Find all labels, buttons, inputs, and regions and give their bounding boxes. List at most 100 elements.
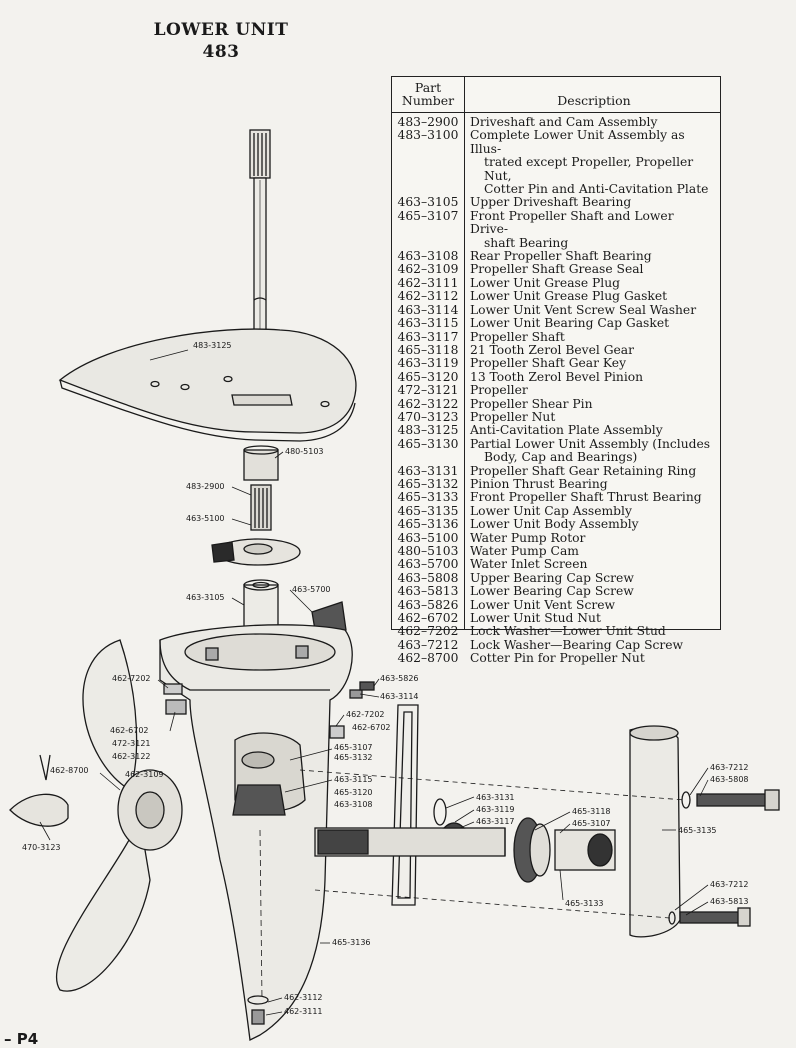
part-number: 470–3123 [397, 409, 459, 424]
part-description: 13 Tooth Zerol Bevel Pinion [464, 369, 714, 384]
part-number: 465–3136 [397, 517, 459, 532]
propeller-nut [9, 793, 69, 827]
callout-463-7212-bottom: 463-7212 [710, 880, 749, 889]
part-description: 21 Tooth Zerol Bevel Gear [464, 343, 714, 357]
description-line: Lower Unit Bearing Cap Gasket [470, 316, 670, 331]
table-row: 463–3105 Upper Driveshaft Bearing [392, 195, 722, 210]
table-row: 463–5808 Upper Bearing Cap Screw [392, 570, 722, 585]
table-row: 465–3132 Pinion Thrust Bearing [392, 476, 722, 491]
part-number: 463–5826 [397, 597, 459, 612]
description-line: Water Pump Cam [470, 544, 579, 558]
part-description: Propeller Shear Pin [464, 397, 714, 411]
part-description: Lower Unit Cap Assembly [464, 503, 714, 518]
part-number: 465–3132 [397, 476, 459, 491]
part-description: Anti-Cavitation Plate Assembly [464, 423, 714, 437]
lower-bearing-cap-screw [668, 907, 751, 927]
description-line: Front Propeller Shaft and Lower Drive- [470, 208, 674, 237]
header-part-number-text: Part Number [401, 80, 455, 108]
callout-462-3109: 462-3109 [125, 770, 164, 779]
bearing-cap-gasket [391, 704, 419, 906]
description-line: Lower Unit Vent Screw Seal Washer [470, 302, 697, 317]
callout-463-3119: 463-3119 [476, 805, 515, 814]
part-description: Complete Lower Unit Assembly as Illus-tr… [464, 129, 714, 196]
upper-bearing-cap-screw [681, 789, 780, 811]
part-number: 462–3111 [397, 275, 459, 290]
description-line: Cotter Pin for Propeller Nut [470, 651, 645, 666]
part-number: 462–6702 [397, 611, 459, 626]
description-line: Upper Driveshaft Bearing [470, 195, 632, 210]
part-number: 463–3105 [397, 195, 459, 210]
callout-463-5808: 463-5808 [710, 775, 749, 784]
anti-cavitation-plate [58, 328, 357, 442]
part-description: Propeller [464, 383, 714, 398]
part-description: Propeller Shaft Gear Retaining Ring [464, 463, 714, 478]
description-line: Lower Unit Grease Plug [470, 275, 621, 290]
description-continuation: Cotter Pin and Anti-Cavitation Plate [484, 182, 709, 197]
part-description: Water Inlet Screen [464, 557, 714, 571]
part-description: Propeller Shaft Grease Seal [464, 263, 714, 277]
lower-unit-body [159, 624, 353, 1041]
part-number: 472–3121 [397, 383, 459, 398]
bevel-gear-21 [513, 817, 551, 883]
callout-463-7212-top: 463-7212 [710, 763, 749, 772]
part-number: 462–3122 [397, 396, 459, 411]
part-description: Propeller Nut [464, 410, 714, 424]
part-description: Lower Unit Body Assembly [464, 517, 714, 532]
table-row: 483–3125 Anti-Cavitation Plate Assembly [392, 423, 722, 438]
header-part-number: Part Number [392, 81, 464, 107]
part-number: 463–5100 [397, 530, 459, 545]
description-line: Lower Unit Cap Assembly [470, 503, 632, 518]
description-line: Lower Unit Vent Screw [470, 597, 616, 612]
table-row: 472–3121 Propeller [392, 383, 722, 398]
description-line: Lower Unit Body Assembly [470, 517, 639, 532]
description-line: Propeller Shaft [470, 329, 565, 344]
description-line: 13 Tooth Zerol Bevel Pinion [470, 369, 644, 384]
description-line: Propeller Shaft Gear Retaining Ring [470, 463, 697, 478]
part-description: Upper Bearing Cap Screw [464, 571, 714, 585]
gear-key [442, 822, 466, 829]
callout-462-7202-right: 462-7202 [346, 710, 385, 719]
part-description: Front Propeller Shaft Thrust Bearing [464, 490, 714, 504]
stud-nuts [163, 681, 375, 739]
callout-462-3111: 462-3111 [284, 1007, 323, 1016]
part-description: Lower Unit Grease Plug [464, 275, 714, 290]
part-description: Upper Driveshaft Bearing [464, 195, 714, 210]
part-number: 480–5103 [397, 544, 459, 558]
description-line: Driveshaft and Cam Assembly [470, 115, 658, 129]
leader-lines [39, 349, 709, 1016]
callout-465-3107-left: 465-3107 [334, 743, 373, 752]
callout-462-3122: 462-3122 [112, 752, 151, 761]
description-line: Partial Lower Unit Assembly (Includes [470, 436, 711, 451]
callout-463-3114: 463-3114 [380, 692, 419, 701]
callout-463-5813: 463-5813 [710, 897, 749, 906]
callout-470-3123: 470-3123 [22, 843, 61, 852]
part-description: Lower Unit Stud Nut [464, 611, 714, 625]
callout-465-3133: 465-3133 [565, 899, 604, 908]
part-description: Lower Unit Vent Screw [464, 597, 714, 612]
part-description: Driveshaft and Cam Assembly [464, 115, 714, 129]
part-number: 463–5808 [397, 570, 459, 585]
callout-465-3136: 465-3136 [332, 938, 371, 947]
part-number: 462–7202 [397, 624, 459, 639]
table-row: 462–3111 Lower Unit Grease Plug [392, 275, 722, 290]
description-line: Lock Washer—Bearing Cap Screw [470, 637, 684, 652]
part-number: 465–3133 [397, 490, 459, 505]
description-line: Propeller [470, 383, 528, 398]
part-number: 483–2900 [397, 115, 459, 129]
part-description: Pinion Thrust Bearing [464, 477, 714, 491]
part-number: 483–3125 [397, 423, 459, 438]
part-number: 465–3118 [397, 342, 459, 357]
callout-463-3131: 463-3131 [476, 793, 515, 802]
propeller [55, 639, 183, 992]
part-number: 462–8700 [397, 651, 459, 666]
part-description: Lower Unit Vent Screw Seal Washer [464, 302, 714, 317]
